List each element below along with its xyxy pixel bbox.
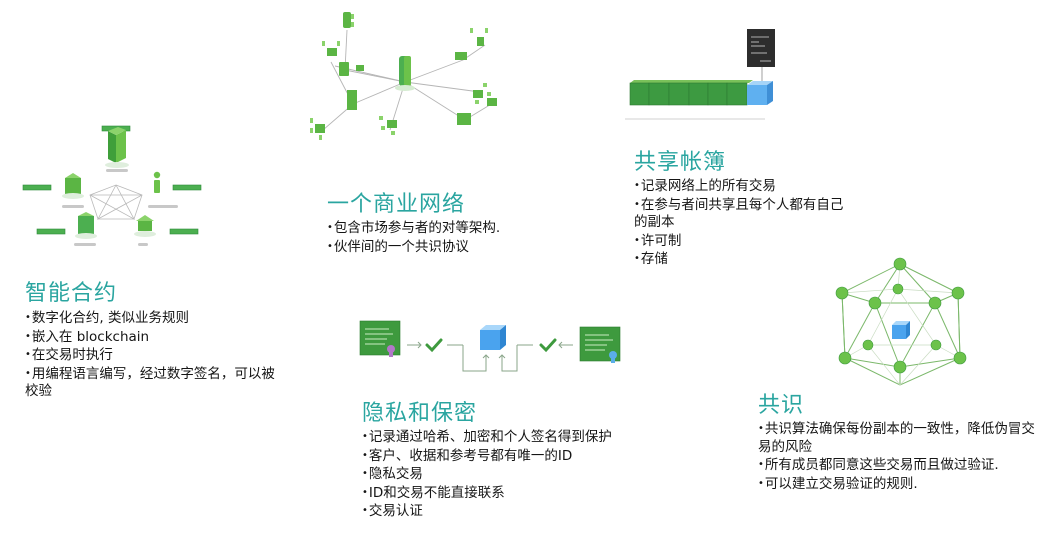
server-tower-icon (395, 56, 415, 91)
bullet-item: •在参与者间共享且每个人都有自己的副本 (634, 196, 844, 231)
business-network-section: 一个商业网络 •包含市场参与者的对等架构. •伙伴间的一个共识协议 (327, 192, 587, 256)
icosahedron-graphic (835, 257, 967, 386)
ledger-cube-icon (892, 321, 910, 339)
consensus-illustration (830, 255, 980, 390)
bullet-dot-icon: • (758, 423, 764, 434)
bullet-item: •数字化合约, 类似业务规则 (25, 310, 189, 326)
bullet-item: •可以建立交易验证的规则. (758, 475, 918, 492)
bullet-dot-icon: • (758, 477, 764, 489)
bullet-item: •存储 (634, 251, 668, 267)
smart-contract-section: 智能合约 •数字化合约, 类似业务规则 •嵌入在 blockchain •在交易… (25, 281, 280, 401)
node-label-right (148, 205, 178, 208)
bullet-dot-icon: • (362, 468, 368, 479)
bullet-item: •交易认证 (362, 503, 423, 519)
bullet-dot-icon: • (25, 312, 31, 323)
node-label-bottom-left (74, 243, 96, 246)
privacy-bullets: •记录通过哈希、加密和个人签名得到保护 •客户、收据和参考号都有唯一的ID •隐… (362, 428, 652, 521)
building-icon (105, 127, 129, 168)
shared-ledger-title: 共享帐簿 (634, 150, 727, 175)
checkmark-icon (425, 338, 443, 353)
bullet-item: •客户、收据和参考号都有唯一的ID (362, 447, 573, 464)
bullet-dot-icon: • (362, 505, 368, 516)
contract-network-graphic (22, 125, 202, 239)
business-network-title: 一个商业网络 (327, 192, 466, 217)
bullet-item: •在交易时执行 (25, 347, 113, 363)
bullet-item: •所有成员都同意这些交易而且做过验证. (758, 457, 999, 473)
bullet-dot-icon: • (25, 367, 31, 379)
shared-ledger-section: 共享帐簿 •记录网络上的所有交易 •在参与者间共享且每个人都有自己的副本 •许可… (634, 150, 846, 269)
bullet-dot-icon: • (327, 240, 333, 252)
bullet-item: •用编程语言编写，经过数字签名，可以被校验 (25, 365, 275, 400)
bullet-item: •ID和交易不能直接联系 (362, 484, 505, 501)
node-label-top (106, 169, 128, 172)
bullet-dot-icon: • (758, 459, 764, 470)
certificate-flow-graphic (359, 320, 621, 372)
bullet-item: •伙伴间的一个共识协议 (327, 238, 469, 255)
bullet-dot-icon: • (362, 449, 368, 461)
consensus-section: 共识 •共识算法确保每份副本的一致性，降低伪冒交易的风险 •所有成员都同意这些交… (758, 393, 1043, 493)
smart-contract-illustration (20, 115, 240, 260)
bullet-item: •许可制 (634, 232, 682, 249)
bullet-item: •嵌入在 blockchain (25, 328, 150, 345)
node-label-left (62, 205, 84, 208)
bullet-dot-icon: • (634, 253, 640, 264)
bullet-item: •记录通过哈希、加密和个人签名得到保护 (362, 429, 612, 445)
smart-contract-bullets: •数字化合约, 类似业务规则 •嵌入在 blockchain •在交易时执行 •… (25, 309, 280, 401)
privacy-section: 隐私和保密 •记录通过哈希、加密和个人签名得到保护 •客户、收据和参考号都有唯一… (362, 401, 652, 521)
shared-ledger-bullets: •记录网络上的所有交易 •在参与者间共享且每个人都有自己的副本 •许可制 •存储 (634, 177, 846, 269)
ledger-cube-icon (480, 325, 506, 350)
privacy-illustration (355, 315, 625, 375)
document-icon (747, 29, 775, 85)
bullet-dot-icon: • (25, 330, 31, 342)
bullet-dot-icon: • (634, 234, 640, 246)
bullet-item: •包含市场参与者的对等架构. (327, 220, 501, 236)
business-network-bullets: •包含市场参与者的对等架构. •伙伴间的一个共识协议 (327, 219, 587, 256)
privacy-title: 隐私和保密 (362, 401, 478, 426)
checkmark-icon (539, 338, 557, 353)
business-network-illustration (295, 10, 525, 170)
bullet-dot-icon: • (25, 349, 31, 360)
bullet-dot-icon: • (327, 222, 333, 233)
bullet-item: •共识算法确保每份副本的一致性，降低伪冒交易的风险 (758, 421, 1035, 455)
bullet-item: •记录网络上的所有交易 (634, 178, 776, 194)
shared-ledger-illustration (625, 25, 785, 125)
bullet-dot-icon: • (362, 431, 368, 442)
certificate-icon (359, 320, 401, 357)
node-label-bottom-right (138, 243, 148, 246)
bullet-dot-icon: • (362, 486, 368, 498)
bullet-item: •隐私交易 (362, 466, 423, 482)
bullet-dot-icon: • (634, 180, 640, 191)
peer-network-graphic (310, 12, 497, 140)
bullet-dot-icon: • (634, 198, 640, 210)
certificate-icon (579, 326, 621, 363)
smart-contract-title: 智能合约 (25, 281, 118, 306)
consensus-title: 共识 (758, 393, 805, 418)
ledger-blocks-graphic (625, 29, 775, 120)
consensus-bullets: •共识算法确保每份副本的一致性，降低伪冒交易的风险 •所有成员都同意这些交易而且… (758, 420, 1043, 493)
